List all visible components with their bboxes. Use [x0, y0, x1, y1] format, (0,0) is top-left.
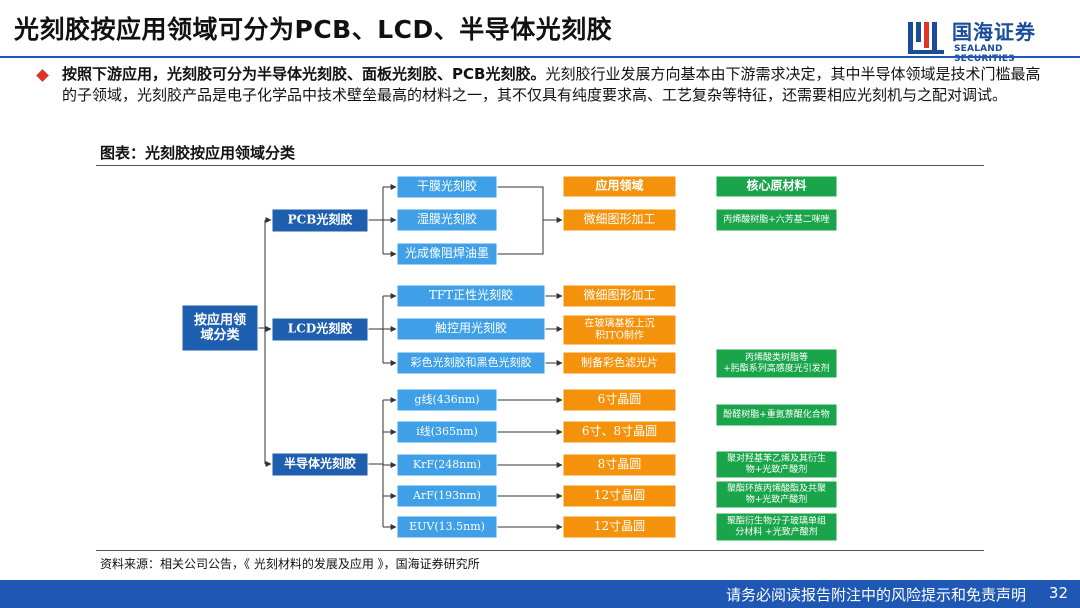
pcb-bracket [497, 186, 544, 255]
root-box: 按应用领域分类 [181, 304, 259, 352]
semi-app-box-4: 12寸晶圆 [562, 515, 677, 539]
footer-disclaimer: 请务必阅读报告附注中的风险提示和免责声明 [725, 586, 1026, 604]
semi-item-4-label: EUV(13.5nm) [409, 520, 485, 533]
category-box-1: LCD光刻胶 [271, 317, 369, 342]
lcd-item-1-label: 触控用光刻胶 [435, 320, 507, 335]
category-box-0-label: PCB光刻胶 [288, 212, 353, 227]
root-box-label: 按应用领 [194, 312, 246, 328]
semi-core-box-1-label: 聚对羟基苯乙烯及其衍生 [727, 452, 826, 464]
sealand-logo-icon [908, 22, 944, 54]
header-application-box: 应用领域 [562, 175, 677, 198]
pcb-app-box-label: 微细图形加工 [583, 212, 655, 226]
lcd-core-box-label: +肟酯系列高感度光引发剂 [723, 362, 830, 374]
footer-bar: 请务必阅读报告附注中的风险提示和免责声明 32 [0, 580, 1080, 608]
figure-source: 资料来源：相关公司公告，《 光刻材料的发展及应用 》，国海证券研究所 [100, 557, 480, 571]
lcd-item-1: 触控用光刻胶 [396, 317, 546, 341]
semi-item-1: i线(365nm) [396, 420, 498, 444]
pcb-item-1: 湿膜光刻胶 [396, 208, 498, 232]
semi-item-3: ArF(193nm) [396, 484, 498, 508]
pcb-core-box: 丙烯酸树脂+六芳基二咪唑 [715, 208, 838, 232]
semi-core-box-3-label: 聚酯衍生物分子玻璃单组 [727, 515, 826, 527]
intro-text: 光刻胶行业发展方向基本由下游需求决定，其中半导体领域是技术门槛最高的子领域，光刻… [62, 65, 1041, 104]
pcb-item-0: 干膜光刻胶 [396, 175, 498, 199]
semi-app-box-2-label: 8寸晶圆 [598, 457, 642, 471]
pcb-item-2: 光成像阻焊油墨 [396, 242, 498, 266]
semi-item-3-label: ArF(193nm) [412, 489, 481, 502]
semi-item-2-label: KrF(248nm) [413, 458, 481, 471]
category-box-2: 半导体光刻胶 [271, 452, 369, 477]
lcd-item-2-label: 彩色光刻胶和黑色光刻胶 [411, 355, 532, 369]
lcd-app-box-1-label: 积ITO制作 [595, 329, 644, 342]
pcb-item-2-label: 光成像阻焊油墨 [405, 245, 489, 260]
semi-app-box-4-label: 12寸晶圆 [594, 519, 645, 533]
title-divider [0, 56, 1080, 58]
semi-app-box-3: 12寸晶圆 [562, 484, 677, 508]
category-box-1-label: LCD光刻胶 [288, 321, 352, 336]
semi-app-box-1-label: 6寸、8寸晶圆 [582, 424, 657, 438]
semi-item-2: KrF(248nm) [396, 453, 498, 477]
lcd-app-box-2-label: 制备彩色滤光片 [581, 355, 658, 369]
pcb-app-box: 微细图形加工 [562, 208, 677, 232]
header-core-box-label: 核心原材料 [746, 178, 806, 193]
category-box-2-label: 半导体光刻胶 [284, 456, 356, 471]
lcd-app-box-0-label: 微细图形加工 [583, 288, 655, 302]
intro-bold: 按照下游应用，光刻胶可分为半导体光刻胶、面板光刻胶、PCB光刻胶。 [62, 65, 546, 83]
lcd-app-box-1-label: 在玻璃基板上沉 [585, 317, 655, 330]
figure-bottom-rule [96, 550, 984, 551]
semi-core-box-0-label: 酚醛树脂+重氮萘醌化合物 [723, 408, 830, 420]
root-box-label: 域分类 [200, 327, 240, 343]
intro-paragraph: 按照下游应用，光刻胶可分为半导体光刻胶、面板光刻胶、PCB光刻胶。光刻胶行业发展… [62, 64, 1052, 106]
page-title: 光刻胶按应用领域可分为PCB、LCD、半导体光刻胶 [14, 15, 613, 44]
lcd-core-box: 丙烯酸类树脂等+肟酯系列高感度光引发剂 [715, 348, 838, 379]
page-number: 32 [1048, 584, 1068, 602]
semi-core-box-1-label: 物+光致产酸剂 [746, 463, 808, 475]
figure-top-rule [96, 165, 984, 166]
lcd-item-0-label: TFT正性光刻胶 [429, 287, 513, 302]
semi-app-box-2: 8寸晶圆 [562, 453, 677, 477]
pcb-core-box-label: 丙烯酸树脂+六芳基二咪唑 [723, 213, 830, 225]
semi-core-box-2-label: 聚酯环族丙烯酸酯及共聚 [727, 482, 826, 494]
lcd-item-2: 彩色光刻胶和黑色光刻胶 [396, 351, 546, 375]
semi-app-box-0-label: 6寸晶圆 [598, 392, 642, 406]
semi-app-box-0: 6寸晶圆 [562, 388, 677, 412]
pcb-item-0-label: 干膜光刻胶 [417, 178, 477, 193]
semi-item-1-label: i线(365nm) [416, 424, 478, 438]
header-application-box-label: 应用领域 [595, 178, 643, 193]
semi-item-0: g线(436nm) [396, 388, 498, 412]
semi-core-box-0: 酚醛树脂+重氮萘醌化合物 [715, 403, 838, 427]
lcd-item-0: TFT正性光刻胶 [396, 284, 546, 308]
logo-chinese-name: 国海证券 [952, 20, 1036, 44]
semi-item-0-label: g线(436nm) [414, 392, 479, 406]
figure-title: 图表：光刻胶按应用领域分类 [100, 144, 296, 162]
lcd-core-box-label: 丙烯酸类树脂等 [745, 351, 808, 363]
semi-core-box-3-label: 分材料 +光致产酸剂 [735, 526, 817, 538]
semi-item-4: EUV(13.5nm) [396, 515, 498, 539]
header-core-box: 核心原材料 [715, 175, 838, 198]
lcd-app-box-0: 微细图形加工 [562, 284, 677, 308]
semi-app-box-3-label: 12寸晶圆 [594, 488, 645, 502]
semi-core-box-2-label: 物+光致产酸剂 [746, 493, 808, 505]
brand-logo: 国海证券 SEALAND SECURITIES [906, 16, 1066, 64]
lcd-app-box-2: 制备彩色滤光片 [562, 351, 677, 375]
logo-english-name: SEALAND SECURITIES [954, 44, 1015, 64]
semi-app-box-1: 6寸、8寸晶圆 [562, 420, 677, 444]
pcb-item-1-label: 湿膜光刻胶 [417, 211, 477, 226]
category-box-0: PCB光刻胶 [271, 208, 369, 233]
